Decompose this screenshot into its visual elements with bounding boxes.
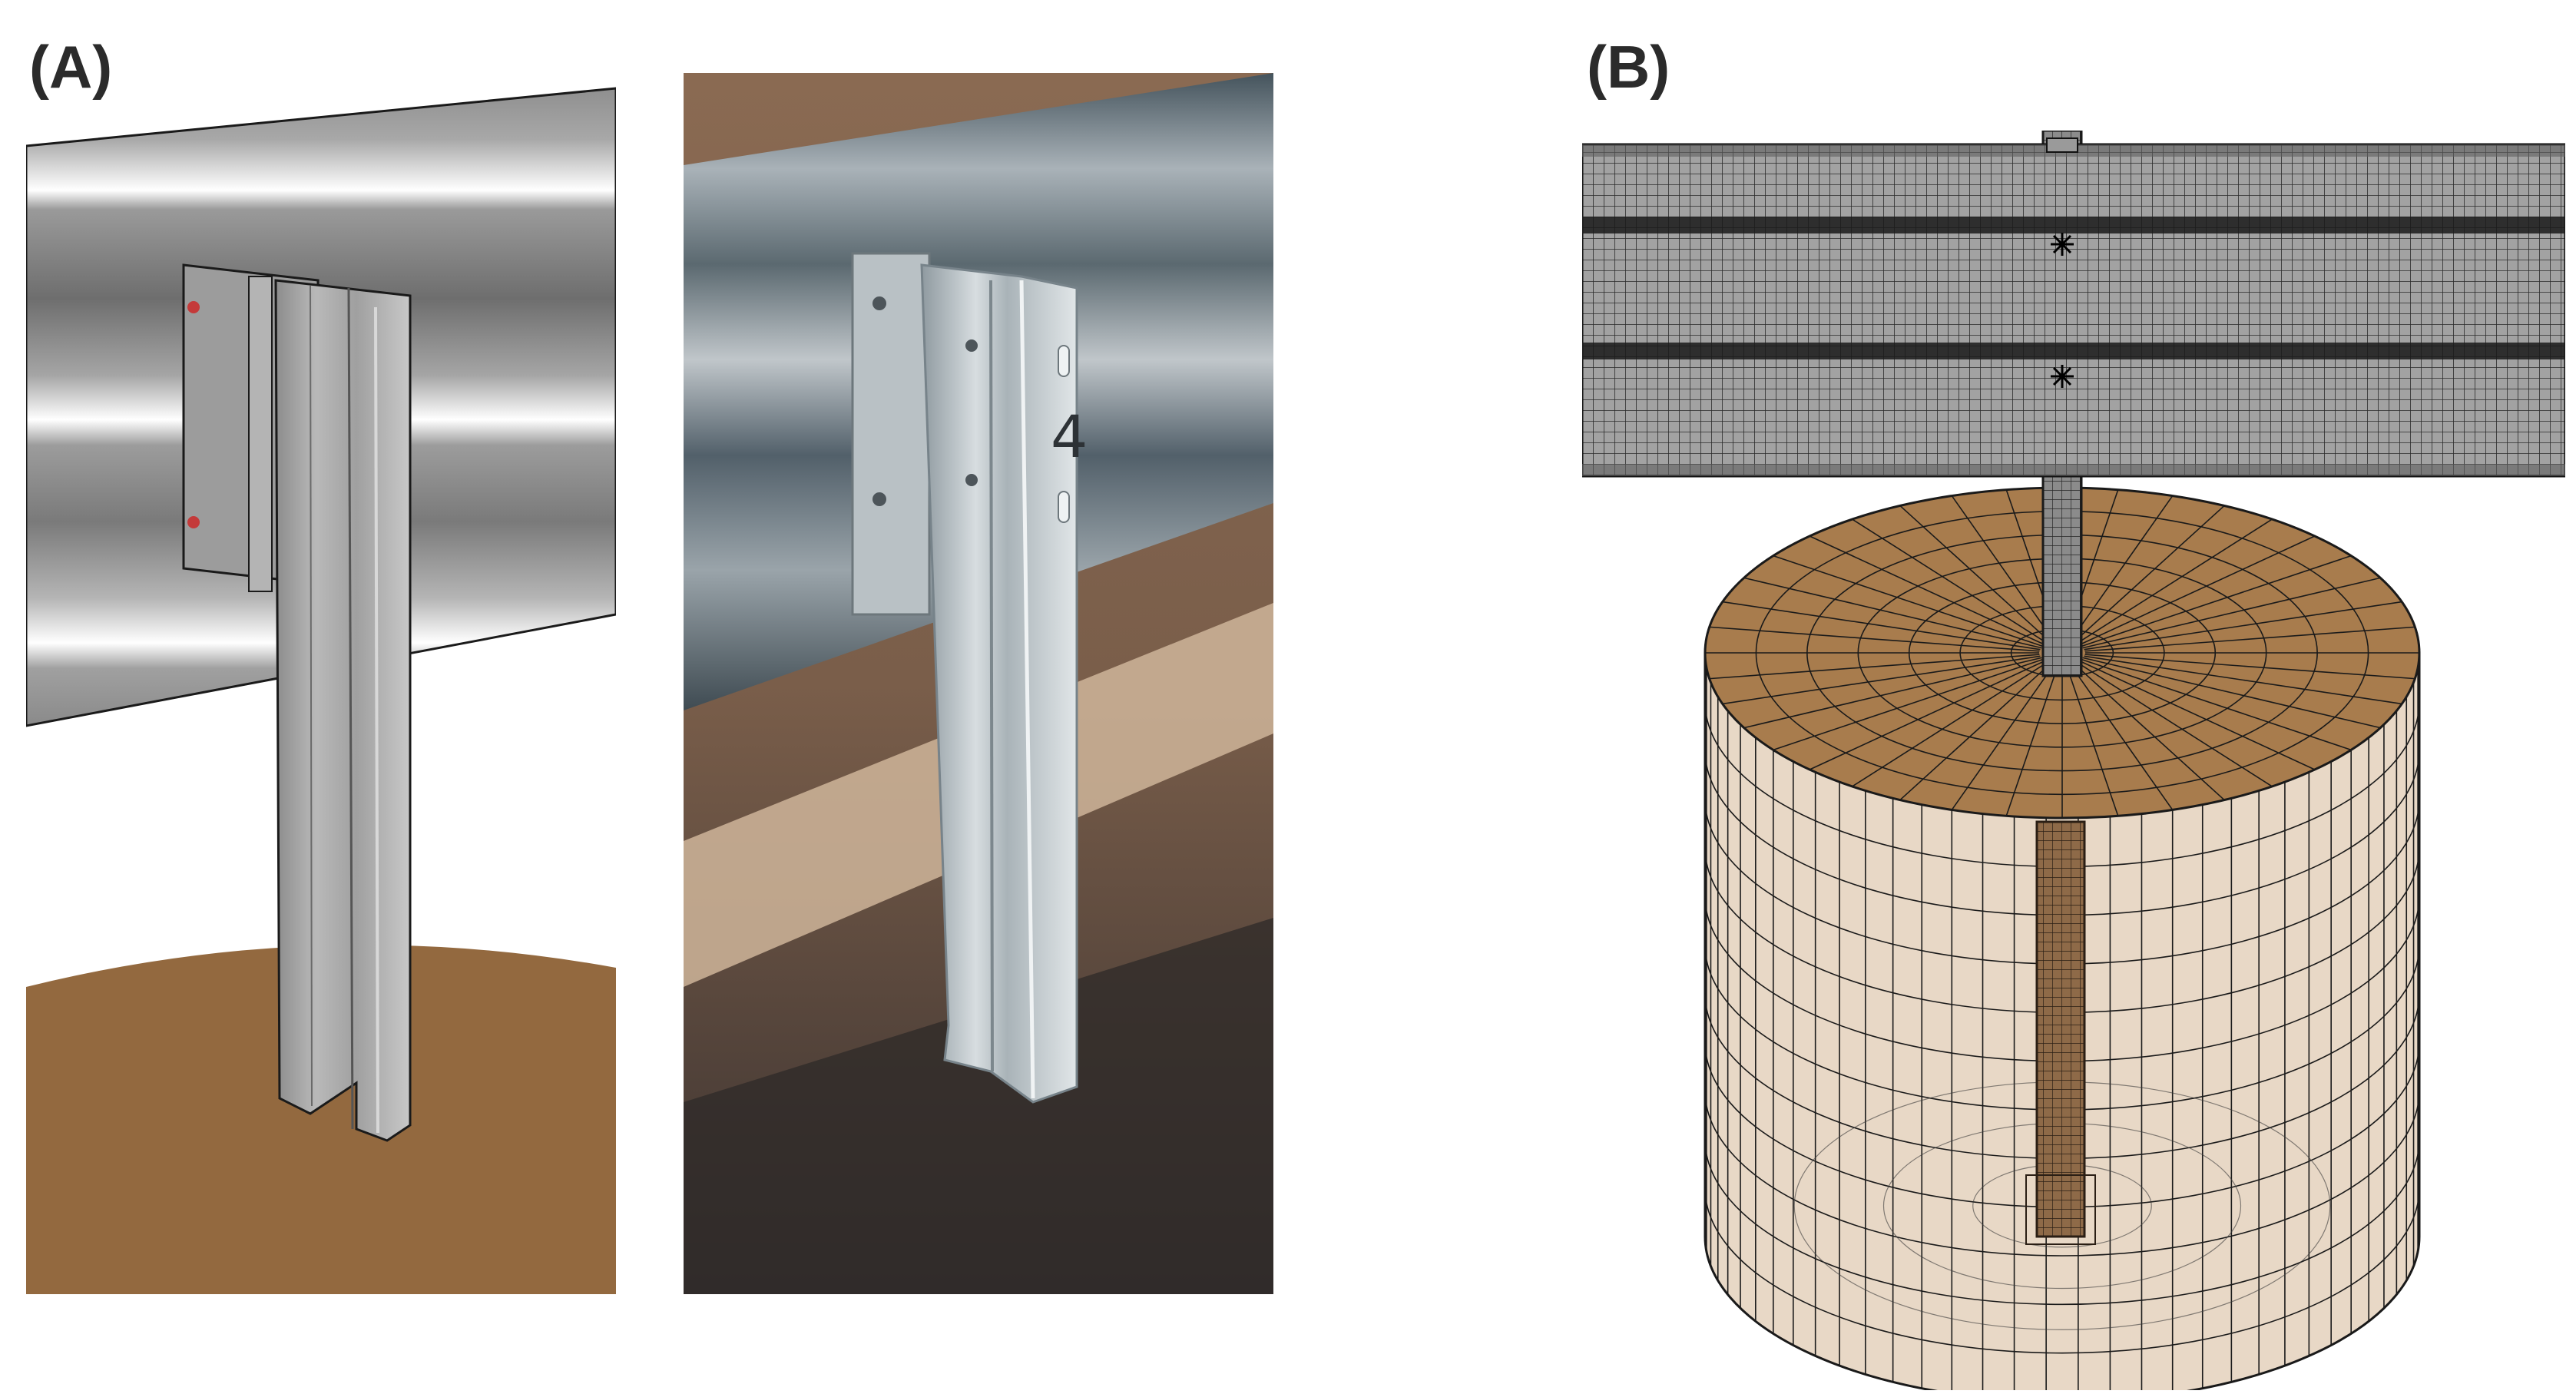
gravel-shadow	[684, 918, 1273, 1294]
bolt-icon	[965, 474, 978, 486]
bolt-icon	[872, 492, 886, 506]
guardrail-post-photo-view: 4	[684, 73, 1273, 1294]
embedded-post	[2035, 820, 2086, 1238]
blockout-photo	[851, 252, 931, 616]
soil-ground	[26, 945, 616, 1294]
finite-element-mesh-icon	[1582, 131, 2565, 1390]
steel-post-photo	[920, 263, 1078, 1104]
bolt-icon	[965, 339, 978, 352]
panel-b-label: (B)	[1587, 33, 1670, 101]
bolt-icon	[872, 296, 886, 310]
finite-element-mesh-view	[1582, 131, 2565, 1390]
bolt-icon	[2051, 365, 2074, 388]
rail-mesh	[1582, 143, 2565, 478]
bolt-icon	[187, 301, 200, 313]
steel-post	[274, 279, 412, 1142]
guardrail-post-model-icon	[26, 87, 616, 1294]
bolt-icon	[2051, 233, 2074, 256]
guardrail-post-photo-icon: 4	[684, 73, 1273, 1294]
guardrail-post-model-view	[26, 84, 616, 1294]
bolt-icon	[187, 516, 200, 528]
panel-a-label: (A)	[29, 33, 113, 101]
post-marking: 4	[1051, 402, 1088, 471]
